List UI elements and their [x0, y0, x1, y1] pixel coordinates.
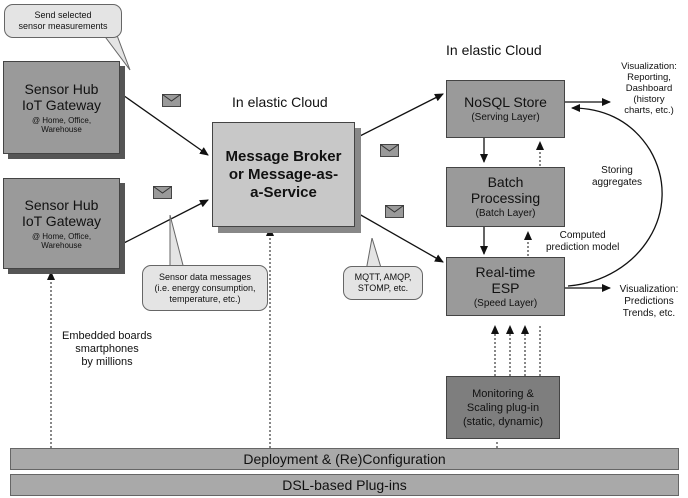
- callout-sensor-line2: (i.e. energy consumption,: [154, 282, 256, 293]
- hub-top-sub2: Warehouse: [41, 125, 82, 134]
- vis-reporting-line5: charts, etc.): [624, 105, 674, 116]
- storing-line1: Storing: [601, 165, 633, 176]
- envelope-icon: [380, 144, 399, 157]
- embedded-line1: Embedded boards: [62, 330, 152, 342]
- callout-sensor-line3: temperature, etc.): [169, 293, 241, 304]
- storing-line2: aggregates: [592, 177, 643, 188]
- hub-top-sub: @ Home, Office,: [31, 115, 92, 125]
- arrow-broker-to-nosql: [351, 93, 444, 141]
- embedded-line2: smartphones: [75, 343, 139, 355]
- callout-mqtt-line1: MQTT, AMQP,: [354, 272, 412, 282]
- envelope-icon: [162, 94, 181, 107]
- hub-top-title2: IoT Gateway: [21, 96, 102, 113]
- computed-line1: Computed: [559, 230, 606, 241]
- nosql-sub: (Serving Layer): [471, 112, 540, 123]
- vis-predictions-line3: Trends, etc.: [622, 308, 676, 319]
- esp-title2: ESP: [491, 279, 520, 296]
- monitor-line3: (static, dynamic): [462, 415, 544, 428]
- callout-send-line1: Send selected: [34, 10, 92, 20]
- vis-reporting-label: Visualization: Reporting, Dashboard (his…: [612, 61, 686, 116]
- callout-mqtt-line2: STOMP, etc.: [357, 283, 409, 293]
- dsl-plugins-bar[interactable]: DSL-based Plug-ins: [10, 474, 679, 496]
- realtime-esp[interactable]: Real-time ESP (Speed Layer): [446, 257, 565, 316]
- hub-bottom-title2: IoT Gateway: [21, 212, 102, 229]
- envelope-icon: [385, 205, 404, 218]
- cloud-label-broker: In elastic Cloud: [232, 94, 328, 110]
- broker-line3: a-Service: [250, 183, 317, 201]
- batch-title2: Processing: [470, 190, 541, 206]
- embedded-line3: by millions: [81, 356, 133, 368]
- sensor-hub-top[interactable]: Sensor Hub IoT Gateway @ Home, Office, W…: [3, 61, 120, 154]
- embedded-label: Embedded boards smartphones by millions: [57, 330, 157, 369]
- monitor-line1: Monitoring &: [472, 387, 534, 400]
- callout-mqtt: MQTT, AMQP, STOMP, etc.: [343, 266, 423, 300]
- computed-line2: prediction model: [546, 242, 620, 253]
- arrow-hub-top-to-broker: [119, 92, 209, 156]
- hub-bottom-sub2: Warehouse: [41, 241, 82, 250]
- batch-title: Batch: [487, 174, 524, 190]
- broker-line1: Message Broker: [225, 147, 342, 165]
- monitor-line2: Scaling plug-in: [466, 401, 540, 414]
- hub-top-title: Sensor Hub: [24, 80, 99, 97]
- arrow-storing-aggregates: [567, 104, 663, 287]
- nosql-title: NoSQL Store: [464, 94, 547, 110]
- callout-tail-send: [99, 30, 131, 71]
- batch-processing[interactable]: Batch Processing (Batch Layer): [446, 167, 565, 227]
- esp-title: Real-time: [475, 263, 536, 280]
- callout-send-line2: sensor measurements: [18, 21, 108, 31]
- vis-reporting-line2: Reporting,: [627, 72, 671, 83]
- batch-sub: (Batch Layer): [475, 208, 536, 219]
- deployment-bar[interactable]: Deployment & (Re)Configuration: [10, 448, 679, 470]
- vis-reporting-line4: (history: [633, 94, 665, 105]
- cloud-label-right: In elastic Cloud: [446, 42, 542, 58]
- nosql-store[interactable]: NoSQL Store (Serving Layer): [446, 80, 565, 138]
- arrow-broker-to-esp: [351, 209, 444, 263]
- sensor-hub-bottom[interactable]: Sensor Hub IoT Gateway @ Home, Office, W…: [3, 178, 120, 269]
- broker-line2: or Message-as-: [228, 165, 339, 183]
- storing-aggregates-label: Storing aggregates: [592, 165, 642, 189]
- esp-sub: (Speed Layer): [473, 297, 538, 309]
- arrow-hub-bottom-to-broker: [119, 199, 209, 246]
- callout-sensor-line1: Sensor data messages: [158, 271, 252, 282]
- monitoring-plugin[interactable]: Monitoring & Scaling plug-in (static, dy…: [446, 376, 560, 439]
- vis-predictions-label: Visualization: Predictions Trends, etc.: [612, 284, 686, 320]
- message-broker[interactable]: Message Broker or Message-as- a-Service: [212, 122, 355, 227]
- computed-model-label: Computed prediction model: [546, 230, 619, 254]
- vis-predictions-line2: Predictions: [624, 296, 674, 307]
- vis-reporting-line3: Dashboard: [625, 83, 673, 94]
- callout-sensor-data: Sensor data messages (i.e. energy consum…: [142, 265, 268, 311]
- hub-bottom-title: Sensor Hub: [24, 196, 99, 213]
- vis-predictions-line1: Visualization:: [619, 284, 679, 295]
- callout-send-selected: Send selected sensor measurements: [4, 4, 122, 38]
- hub-bottom-sub: @ Home, Office,: [31, 231, 92, 241]
- envelope-icon: [153, 186, 172, 199]
- vis-reporting-line1: Visualization:: [621, 61, 677, 72]
